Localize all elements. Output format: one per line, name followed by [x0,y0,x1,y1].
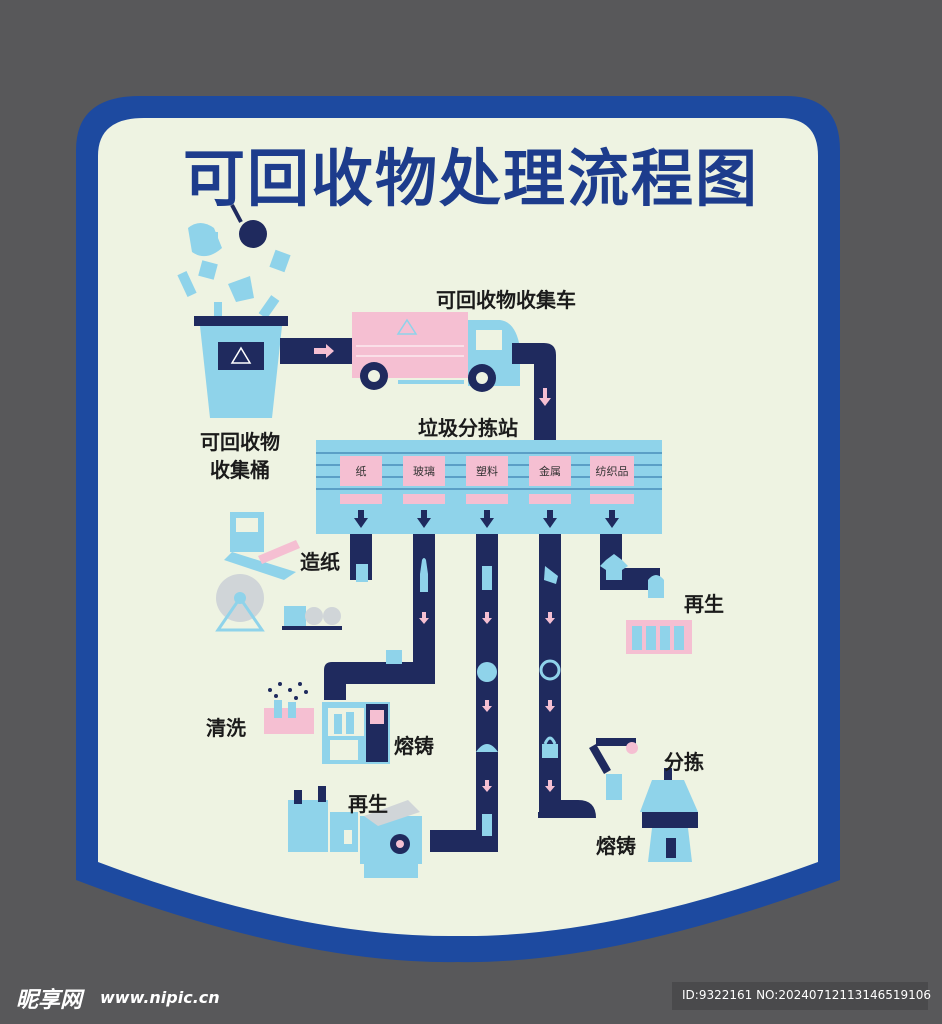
collection-truck-icon [352,312,520,392]
glass-melting-label: 熔铸 [394,730,434,759]
metal-melting-label: 熔铸 [596,830,636,859]
metal-sorting-label: 分拣 [664,746,704,775]
truck-label: 可回收物收集车 [436,284,576,313]
category-label-paper: 纸 [356,465,367,478]
cleaning-label: 清洗 [206,712,246,741]
textile-regenerate-label: 再生 [684,588,724,617]
category-label-metal: 金属 [539,464,561,478]
category-label-plastic: 塑料 [476,464,498,478]
bin-label-line1: 可回收物 [190,428,290,456]
watermark-url: www.nipic.cn [100,988,220,1007]
mitten-icon [648,575,664,598]
textile-products-icon [626,620,692,654]
bin-label: 可回收物 收集桶 [190,428,290,484]
category-label-textile: 纺织品 [596,464,629,478]
bin-label-line2: 收集桶 [190,456,290,484]
watermark-brand: 昵享网 [16,982,82,1014]
station-label: 垃圾分拣站 [418,412,518,441]
plastic-regenerate-label: 再生 [348,788,388,817]
glass-furnace-icon [322,702,390,764]
watermark-id: ID:9322161 NO:20240712113146519106 [682,988,931,1002]
category-label-glass: 玻璃 [413,464,435,478]
papermaking-label: 造纸 [300,546,340,575]
page-title: 可回收物处理流程图 [0,128,942,218]
